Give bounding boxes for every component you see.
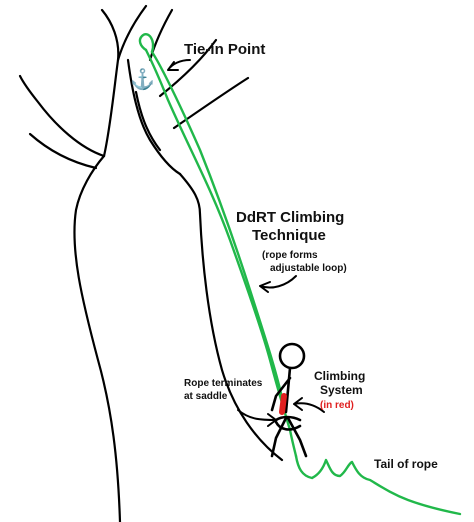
loop-note-line1: (rope forms (262, 250, 318, 261)
technique-title-line2: Technique (252, 227, 326, 244)
anchor-icon: ⚓ (130, 67, 155, 91)
system-arrow (293, 397, 325, 413)
tree-right-shoulder (178, 172, 202, 216)
technique-title-line1: DdRT Climbing (236, 209, 344, 226)
tail-label: Tail of rope (374, 457, 438, 471)
tie-in-label: Tie-in Point (184, 41, 265, 58)
tree-left-branch-inner (126, 58, 182, 176)
climber (270, 342, 308, 458)
system-note: (in red) (320, 400, 354, 411)
tree (18, 4, 284, 522)
rope-tail (294, 454, 462, 516)
rope-terminates-line2: at saddle (184, 391, 228, 402)
rope-tie-in-loop (138, 33, 155, 54)
climber-body (284, 366, 292, 414)
system-label-line1: Climbing (314, 369, 365, 383)
rope-running-line (150, 50, 284, 400)
tie-in-arrow (167, 59, 191, 71)
annotation-arrows (167, 59, 325, 427)
climber-arm (270, 376, 292, 412)
tree-top-fork (116, 4, 148, 62)
tree-right-branch-2 (172, 76, 250, 130)
system-label-line2: System (320, 383, 363, 397)
tree-left-outer-branch (18, 74, 106, 158)
climber-leg-left (270, 416, 288, 458)
saddle-arrow (237, 409, 277, 427)
climber-head (278, 342, 306, 370)
tree-trunk-right (198, 212, 284, 462)
tree-right-fork (148, 8, 174, 62)
climber-leg-right (286, 416, 308, 458)
tree-crotch (134, 90, 162, 152)
rope-terminates-line1: Rope terminates (184, 378, 263, 389)
climbing-system-red (279, 393, 287, 415)
climber-saddle (274, 415, 302, 431)
tree-left-branch-upper (100, 8, 120, 158)
loop-arrow (259, 275, 297, 293)
tree-trunk-left (73, 154, 122, 522)
loop-note-line2: adjustable loop) (270, 263, 347, 274)
tree-left-outer-branch-2 (28, 132, 98, 170)
